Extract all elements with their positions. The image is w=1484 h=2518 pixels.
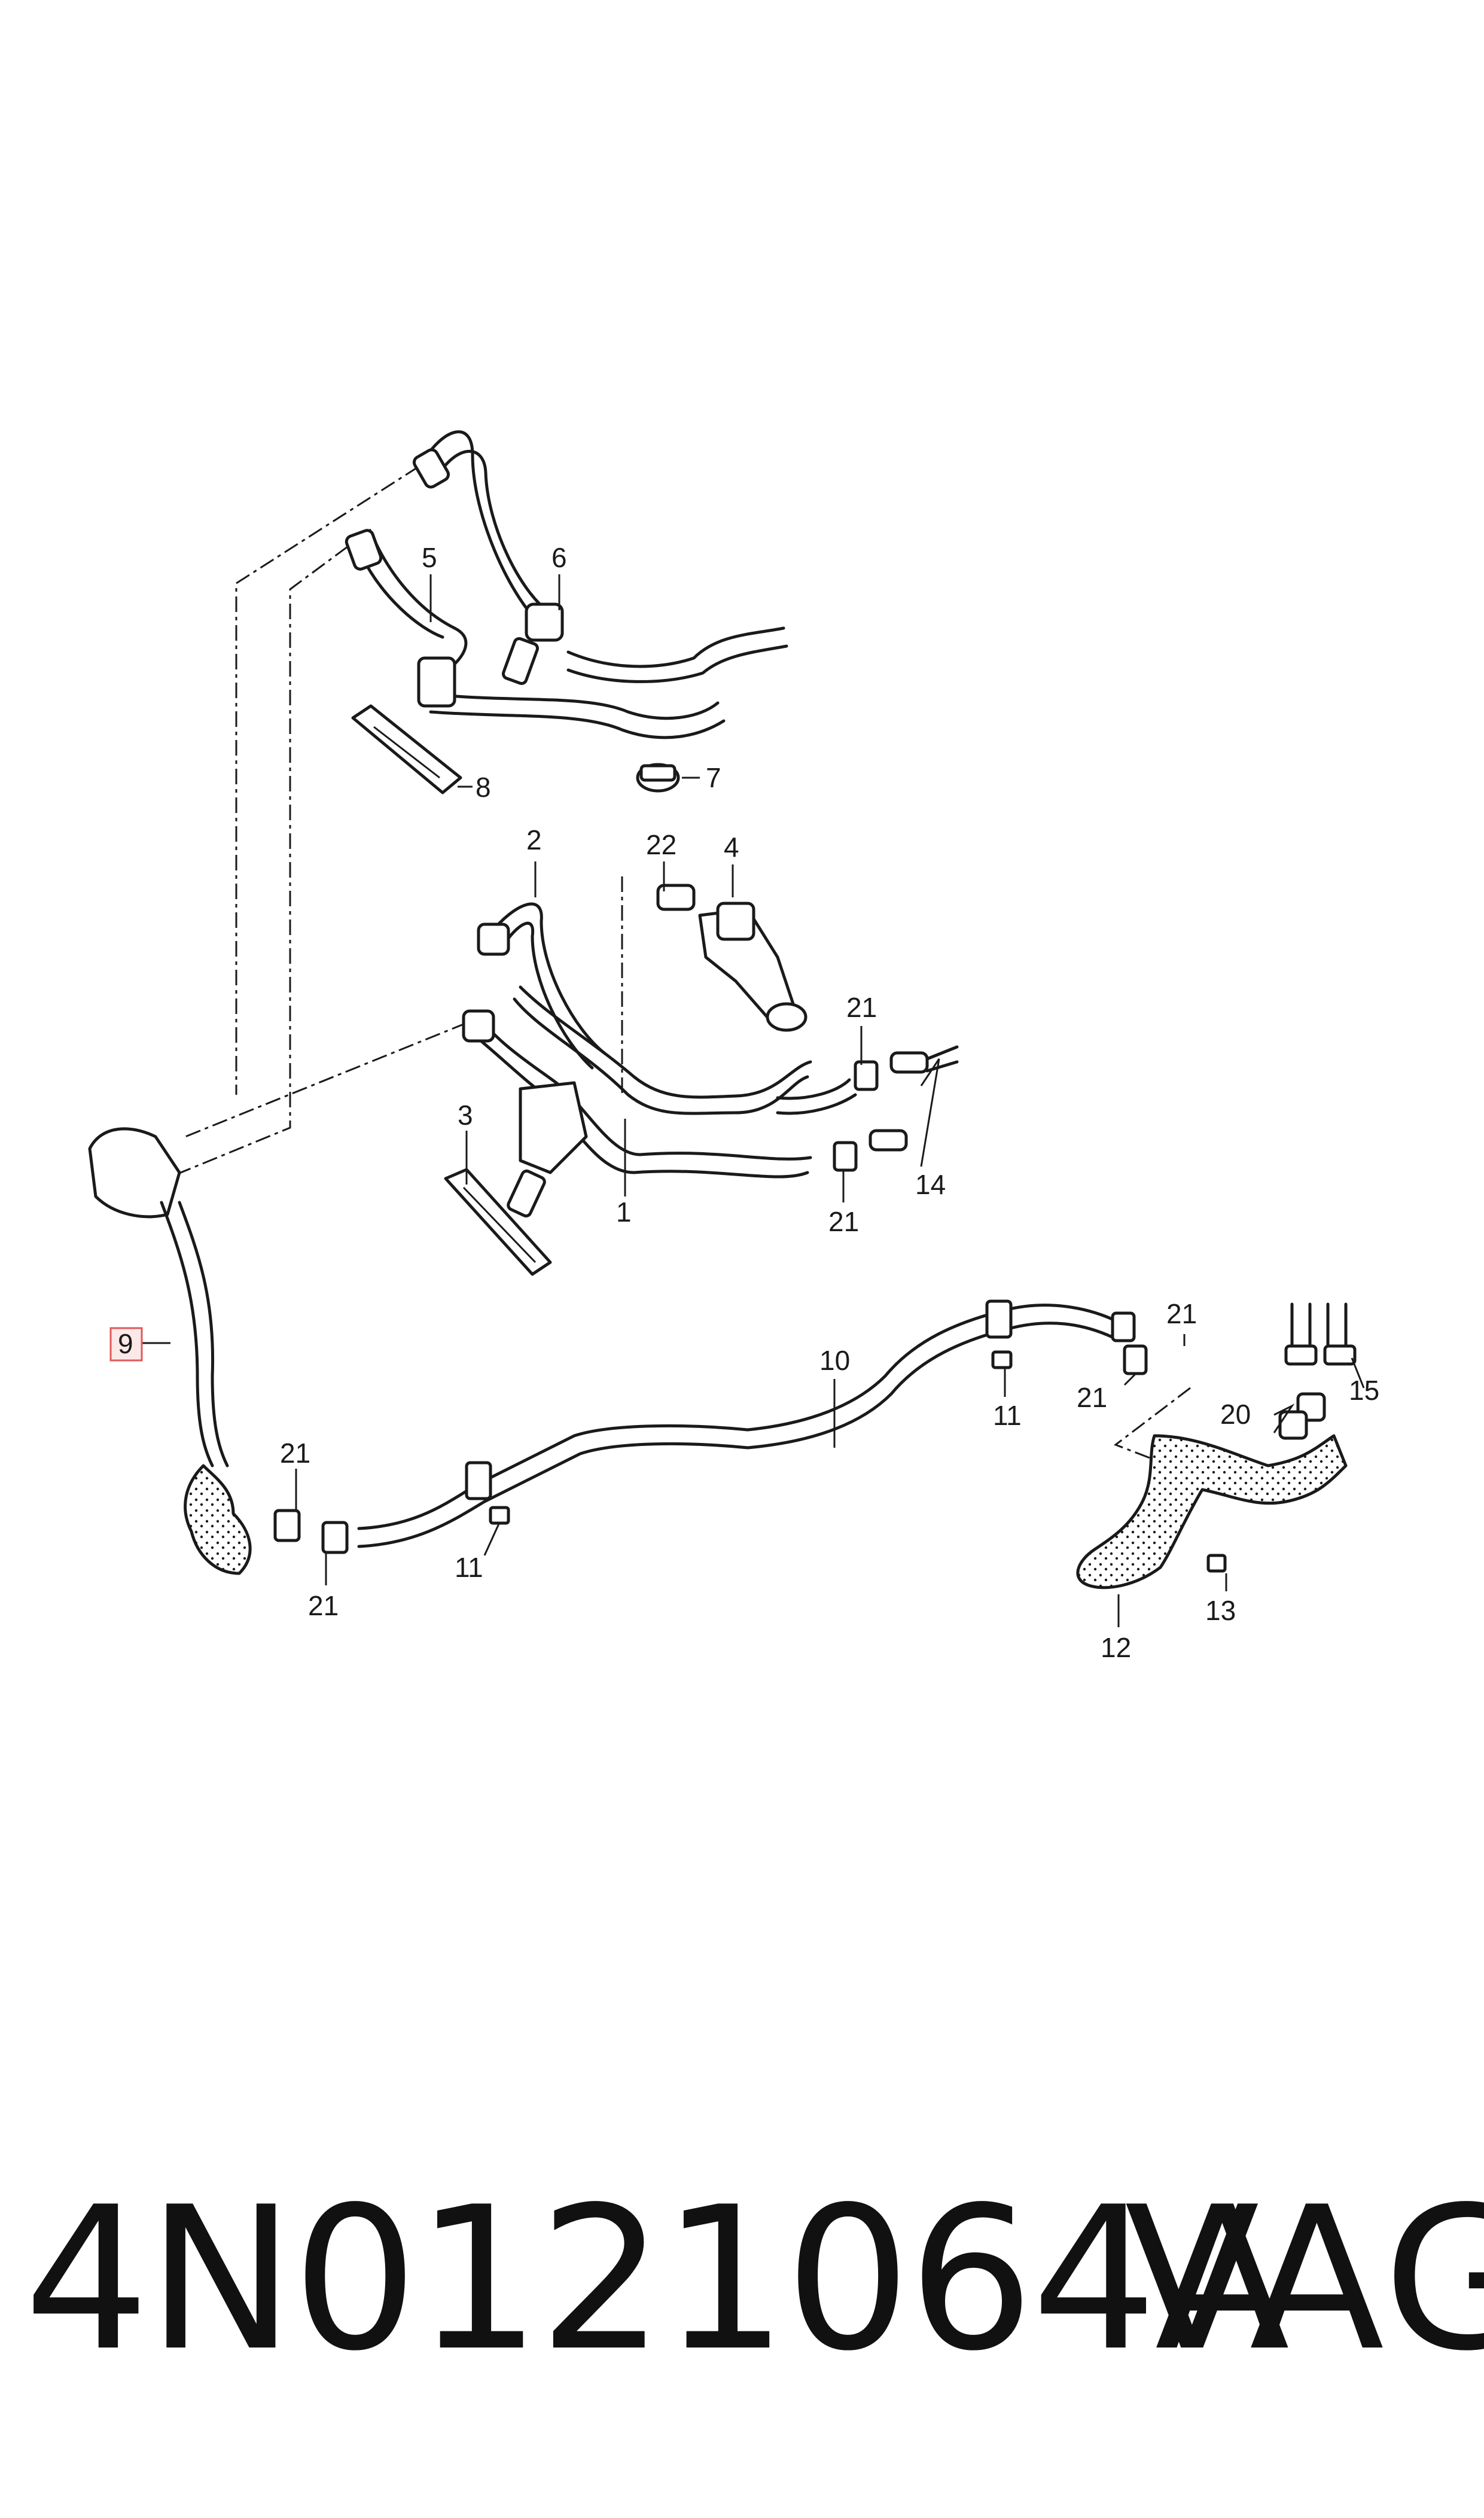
callout-21-c: 21: [1166, 1298, 1197, 1329]
callout-21-f: 21: [308, 1590, 339, 1621]
callout-21-e: 21: [280, 1438, 310, 1469]
callout-21-b: 21: [828, 1206, 859, 1237]
callout-7: 7: [706, 762, 721, 793]
callout-14: 14: [915, 1169, 946, 1200]
callout-22: 22: [646, 829, 677, 860]
callout-21-d: 21: [1077, 1382, 1107, 1413]
upper-hose-assembly: [345, 430, 788, 794]
callout-21-a: 21: [846, 992, 877, 1023]
callout-9: 9: [118, 1328, 133, 1359]
callout-3: 3: [458, 1100, 473, 1131]
callout-9-highlight: [109, 1327, 143, 1362]
callout-11-b: 11: [455, 1552, 483, 1583]
callout-2: 2: [526, 824, 542, 855]
middle-hose-assembly: [444, 902, 857, 1276]
callout-4: 4: [724, 832, 739, 863]
pipe-9-10: [88, 1127, 1148, 1575]
callout-12: 12: [1101, 1632, 1131, 1663]
leader-lines: [142, 574, 1365, 1627]
callout-1: 1: [616, 1196, 632, 1228]
callout-6: 6: [551, 542, 567, 573]
part-number: 4N0121064A: [24, 2164, 1290, 2394]
heat-shield-12: [1076, 1302, 1357, 1590]
callout-20: 20: [1220, 1399, 1251, 1430]
valve-4: [656, 884, 807, 1032]
assembly-lines: [173, 465, 1191, 1461]
footer: 4N0121064A VAG: [0, 2154, 1484, 2405]
callout-8: 8: [476, 772, 491, 803]
callouts: 5 6 8 7 2 22 4 21 3 1 21 14 9 10 11 21 2…: [109, 542, 1379, 1663]
callout-15: 15: [1349, 1375, 1379, 1406]
clamp-7: [636, 763, 680, 793]
fittings-14: [833, 1045, 959, 1172]
callout-13: 13: [1205, 1595, 1236, 1626]
callout-11-a: 11: [993, 1400, 1022, 1431]
brand-label: VAG: [1125, 2164, 1484, 2394]
callout-5: 5: [422, 542, 437, 573]
callout-10: 10: [819, 1345, 850, 1376]
